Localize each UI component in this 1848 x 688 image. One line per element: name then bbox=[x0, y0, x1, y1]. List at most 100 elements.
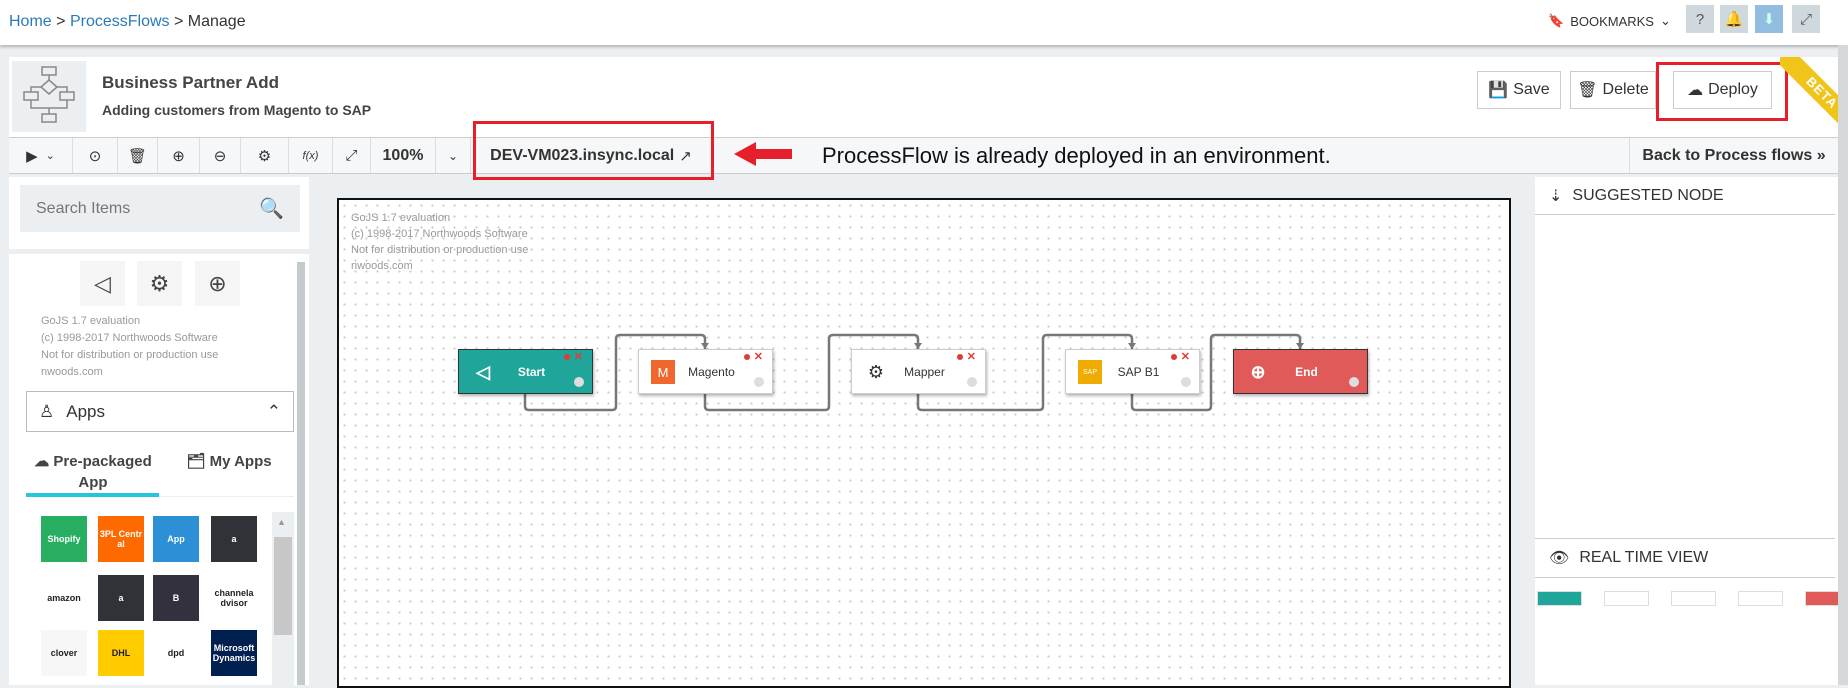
link[interactable] bbox=[703, 333, 920, 412]
real-time-view-label: REAL TIME VIEW bbox=[1579, 549, 1709, 566]
app-tile[interactable]: dpd bbox=[153, 630, 199, 676]
app-tile[interactable]: clover bbox=[41, 630, 87, 676]
cloud-network-icon: ☁ bbox=[34, 453, 54, 470]
link[interactable] bbox=[916, 333, 1134, 412]
app-scrollbar[interactable]: ▲ bbox=[272, 512, 294, 685]
center-icon[interactable]: ⊙ bbox=[73, 138, 118, 173]
gear-icon: ⚙ bbox=[149, 270, 170, 296]
deploy-button[interactable]: ☁Deploy bbox=[1673, 71, 1772, 109]
breadcrumb-processflows[interactable]: ProcessFlows bbox=[69, 13, 170, 30]
fit-expand-icon[interactable]: ⤢ bbox=[333, 138, 371, 173]
status-dot-icon bbox=[744, 354, 750, 360]
app-tile[interactable]: channeladvisor bbox=[211, 575, 257, 621]
chevron-down-icon: ⌄ bbox=[1659, 13, 1671, 28]
bell-icon[interactable]: 🔔 bbox=[1720, 5, 1748, 33]
output-port[interactable] bbox=[1181, 377, 1191, 387]
scroll-up-icon[interactable]: ▲ bbox=[277, 517, 286, 527]
output-port[interactable] bbox=[967, 377, 977, 387]
search-box: 🔍 bbox=[20, 185, 300, 232]
palette-start-node[interactable]: ◁ bbox=[80, 261, 125, 306]
deploy-label: Deploy bbox=[1708, 81, 1758, 98]
zoom-dropdown[interactable]: ⌄ bbox=[436, 138, 471, 173]
node-start[interactable]: ◁Start✕ bbox=[458, 349, 593, 394]
flow-title: Business Partner Add bbox=[102, 73, 279, 92]
output-port[interactable] bbox=[1349, 377, 1359, 387]
palette-scrollbar[interactable] bbox=[297, 262, 305, 685]
gears-icon[interactable]: ⚙ bbox=[241, 138, 289, 173]
remove-node-icon[interactable]: ✕ bbox=[1180, 351, 1190, 363]
minimap[interactable] bbox=[1537, 583, 1848, 623]
search-icon[interactable]: 🔍 bbox=[259, 198, 284, 220]
tab-prepackaged-app[interactable]: ☁ Pre-packaged App bbox=[28, 451, 158, 493]
app-tile[interactable]: Microsoft Dynamics bbox=[211, 630, 257, 676]
minimap-node bbox=[1805, 591, 1848, 606]
trash-icon[interactable]: 🗑 bbox=[118, 138, 158, 173]
output-port[interactable] bbox=[754, 377, 764, 387]
link[interactable] bbox=[1130, 333, 1302, 412]
app-tile[interactable]: DHL bbox=[98, 630, 144, 676]
run-button[interactable]: ▶ ⌄ bbox=[9, 138, 73, 173]
zoom-in-icon[interactable]: ⊕ bbox=[158, 138, 200, 173]
download-icon[interactable]: ⬇ bbox=[1755, 5, 1783, 33]
trash-icon: 🗑 bbox=[1577, 82, 1598, 99]
app-tile[interactable]: B bbox=[153, 575, 199, 621]
app-tile[interactable]: a bbox=[98, 575, 144, 621]
save-button[interactable]: 💾Save bbox=[1477, 71, 1561, 109]
page-scrollbar[interactable] bbox=[1838, 45, 1848, 685]
sap-icon: SAP bbox=[1078, 360, 1102, 384]
palette-end-node[interactable]: ⊕ bbox=[195, 261, 240, 306]
divider bbox=[9, 249, 309, 254]
beta-ribbon: BETA bbox=[1780, 57, 1838, 127]
node-end[interactable]: ⊕End bbox=[1233, 349, 1368, 394]
diagram-canvas[interactable]: GoJS 1.7 evaluation(c) 1998-2017 Northwo… bbox=[337, 198, 1511, 688]
search-input[interactable] bbox=[36, 199, 236, 218]
annotation-text: ProcessFlow is already deployed in an en… bbox=[822, 143, 1331, 168]
scroll-thumb[interactable] bbox=[274, 537, 292, 635]
status-dot-icon bbox=[564, 354, 570, 360]
node-sap-b1[interactable]: SAP SAP B1 ✕ bbox=[1065, 349, 1200, 394]
flow-header: Business Partner Add Adding customers fr… bbox=[9, 57, 1838, 137]
deploy-highlight bbox=[1656, 62, 1788, 121]
breadcrumb-home[interactable]: Home bbox=[9, 13, 52, 30]
expand-icon[interactable]: ⤢ bbox=[1792, 5, 1820, 33]
palette-mapper-node[interactable]: ⚙ bbox=[137, 261, 182, 306]
minimap-node bbox=[1671, 591, 1716, 606]
remove-node-icon[interactable]: ✕ bbox=[573, 351, 583, 363]
tab-my-apps[interactable]: 🗂 My Apps bbox=[166, 451, 292, 472]
app-tile[interactable]: amazon bbox=[41, 575, 87, 621]
zoom-out-icon[interactable]: ⊖ bbox=[200, 138, 241, 173]
arrowhead-icon bbox=[1128, 343, 1136, 349]
node-label: SAP B1 bbox=[1117, 364, 1160, 379]
real-time-view-header: 👁 REAL TIME VIEW bbox=[1535, 538, 1835, 578]
back-to-process-flows[interactable]: Back to Process flows » bbox=[1629, 138, 1838, 173]
remove-node-icon[interactable]: ✕ bbox=[966, 351, 976, 363]
output-port[interactable] bbox=[574, 377, 584, 387]
node-label: Mapper bbox=[904, 364, 945, 379]
red-arrow-icon bbox=[734, 142, 792, 166]
remove-node-icon[interactable]: ✕ bbox=[753, 351, 763, 363]
status-dot-icon bbox=[957, 354, 963, 360]
function-icon[interactable]: f(x) bbox=[289, 138, 333, 173]
gear-icon: ⚙ bbox=[867, 361, 885, 382]
apps-accordion[interactable]: ♙Apps⌃ bbox=[26, 391, 294, 432]
app-tile[interactable]: 3PL Central bbox=[98, 516, 144, 562]
arrowhead-icon bbox=[701, 343, 709, 349]
bookmarks-menu[interactable]: 🔖BOOKMARKS⌄ bbox=[1548, 13, 1671, 29]
watermark-line: nwoods.com bbox=[351, 260, 413, 272]
app-tile[interactable]: Shopify bbox=[41, 516, 87, 562]
sort-icon: ⇣ bbox=[1549, 187, 1563, 205]
link[interactable] bbox=[523, 333, 707, 412]
watermark-line: GoJS 1.7 evaluation bbox=[41, 315, 141, 327]
help-icon[interactable]: ? bbox=[1686, 5, 1714, 33]
eye-icon: 👁 bbox=[1549, 550, 1570, 567]
gojs-watermark: GoJS 1.7 evaluation(c) 1998-2017 Northwo… bbox=[351, 210, 528, 274]
node-mapper[interactable]: ⚙ Mapper ✕ bbox=[851, 349, 986, 394]
tab-label: My Apps bbox=[209, 453, 272, 470]
delete-button[interactable]: 🗑Delete bbox=[1570, 71, 1656, 109]
watermark-line: (c) 1998-2017 Northwoods Software bbox=[351, 228, 528, 240]
chevron-up-icon: ⌃ bbox=[266, 401, 281, 421]
app-tile[interactable]: App bbox=[153, 516, 199, 562]
app-tile[interactable]: a bbox=[211, 516, 257, 562]
node-label: Start bbox=[517, 364, 546, 379]
